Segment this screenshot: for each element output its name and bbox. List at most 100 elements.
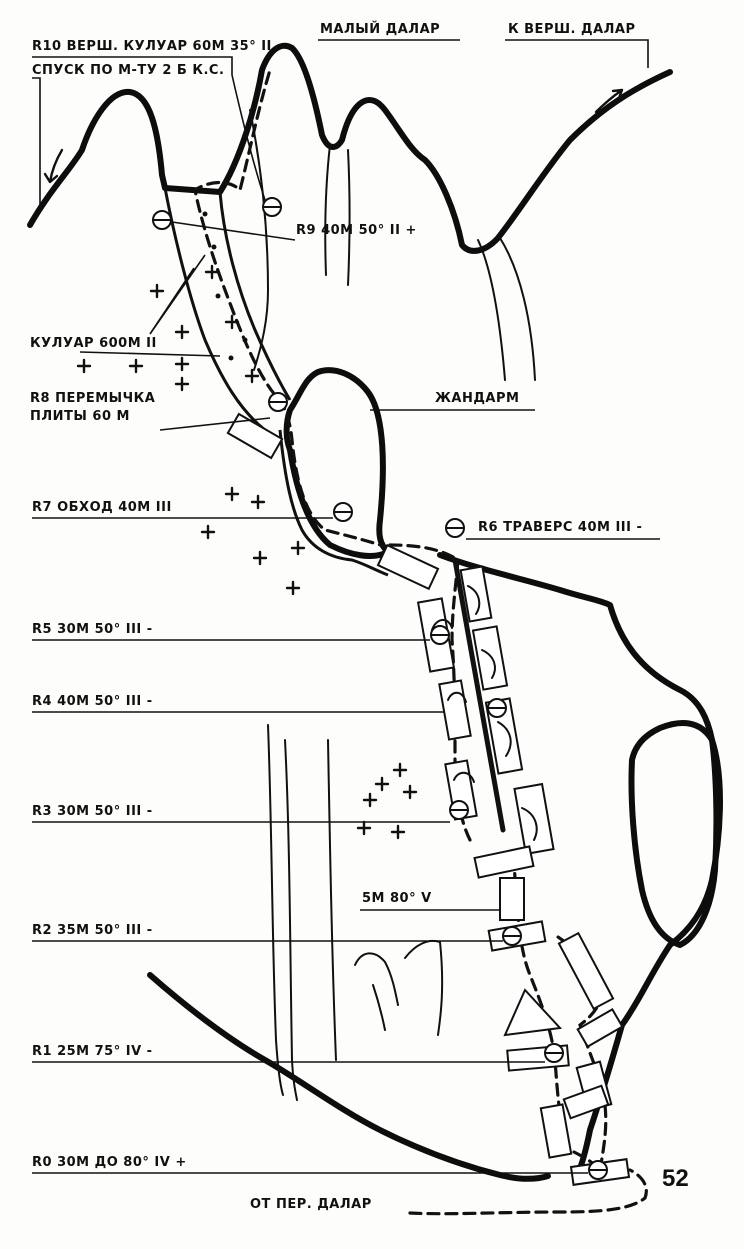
leader-to-summit bbox=[505, 39, 649, 68]
leader-r10 bbox=[32, 56, 266, 201]
anchor-r10 bbox=[152, 210, 172, 230]
scree-mark bbox=[362, 792, 378, 808]
gully-line-4 bbox=[477, 239, 506, 381]
scree-mark bbox=[224, 486, 240, 502]
arc-5 bbox=[497, 721, 512, 757]
leader-r9 bbox=[171, 221, 296, 241]
arc-2 bbox=[431, 619, 453, 631]
label-r6: R6 ТРАВЕРС 40М III - bbox=[478, 520, 642, 535]
slab-r8 bbox=[226, 412, 284, 460]
scree-mark bbox=[174, 376, 190, 392]
arc-1 bbox=[467, 585, 481, 615]
label-r3: R3 30М 50° III - bbox=[32, 804, 153, 819]
route-upper bbox=[193, 68, 392, 550]
label-r8-line1: R8 ПЕРЕМЫЧКА bbox=[30, 391, 155, 406]
gully-line-3 bbox=[347, 149, 351, 286]
terrain-lines bbox=[249, 109, 536, 1101]
arrow-descent-icon bbox=[43, 148, 64, 184]
triangle-snowfield bbox=[503, 988, 563, 1037]
fixed-rope-line bbox=[452, 557, 506, 833]
slab-r4-a bbox=[471, 625, 509, 691]
base-ridge-left bbox=[147, 972, 551, 1182]
scree-mark bbox=[390, 824, 406, 840]
scree-mark bbox=[252, 550, 268, 566]
scree-mark bbox=[174, 324, 190, 340]
wall-line-2 bbox=[284, 739, 298, 1101]
anchor-r6 bbox=[445, 518, 465, 538]
label-r1: R1 25М 75° IV - bbox=[32, 1044, 153, 1059]
couloir-dot bbox=[242, 337, 248, 343]
leader-r8 bbox=[159, 417, 271, 431]
couloir-dot bbox=[228, 355, 234, 361]
gendarme-outline bbox=[283, 367, 391, 559]
scree-mark bbox=[174, 356, 190, 372]
anchor-r3 bbox=[449, 800, 469, 820]
arc-4 bbox=[447, 691, 467, 703]
label-r5: R5 30М 50° III - bbox=[32, 622, 153, 637]
slab-step-top bbox=[473, 845, 535, 879]
scree-mark bbox=[250, 494, 266, 510]
label-r9: R9 40М 50° II + bbox=[296, 223, 417, 238]
gully-line-5 bbox=[499, 237, 536, 381]
gully-line-2 bbox=[324, 144, 331, 276]
scree-mark bbox=[224, 314, 240, 330]
pillar-line-2 bbox=[404, 939, 444, 1036]
climbing-route bbox=[193, 68, 648, 1216]
leader-lines bbox=[32, 39, 660, 1174]
wall-line-3 bbox=[327, 739, 337, 1061]
label-gendarme: ЖАНДАРМ bbox=[435, 391, 519, 406]
arc-7 bbox=[521, 807, 538, 841]
label-maly-dalar: МАЛЫЙ ДАЛАР bbox=[320, 21, 440, 37]
scree-mark bbox=[244, 368, 260, 384]
slab-face-left bbox=[278, 429, 389, 577]
scree-mark bbox=[290, 540, 306, 556]
anchor-r7 bbox=[333, 502, 353, 522]
couloir-dots bbox=[202, 211, 248, 361]
scree-mark bbox=[285, 580, 301, 596]
arc-3 bbox=[481, 649, 496, 679]
anchor-r9 bbox=[262, 197, 282, 217]
label-r10-descent: СПУСК ПО М-ТУ 2 Б К.С. bbox=[32, 63, 224, 78]
right-ridge-inner bbox=[628, 720, 720, 948]
slab-r1-top bbox=[576, 1007, 624, 1049]
label-r4: R4 40М 50° III - bbox=[32, 694, 153, 709]
scree-mark bbox=[149, 283, 165, 299]
page-number: 52 bbox=[662, 1165, 689, 1192]
scree-mark bbox=[76, 358, 92, 374]
ridge-lines bbox=[27, 42, 723, 1182]
couloir-dot bbox=[211, 244, 217, 250]
gully-line-1 bbox=[249, 109, 270, 371]
route-approach bbox=[408, 1168, 648, 1216]
arc-6 bbox=[453, 771, 475, 783]
slab-r0-a bbox=[539, 1103, 573, 1159]
anchor-r0 bbox=[588, 1160, 608, 1180]
label-couloir: КУЛУАР 600М II bbox=[30, 336, 157, 351]
couloir-dot bbox=[202, 211, 208, 217]
direction-arrows bbox=[43, 88, 624, 184]
label-from-pass: ОТ ПЕР. ДАЛАР bbox=[250, 1197, 372, 1212]
couloir-left-wall bbox=[163, 187, 266, 432]
scree-mark bbox=[204, 264, 220, 280]
wall-line-1 bbox=[267, 724, 284, 1096]
arrow-to-summit-icon bbox=[594, 88, 624, 114]
anchor-r8 bbox=[268, 392, 288, 412]
scree-mark bbox=[356, 820, 372, 836]
couloir-dot bbox=[215, 293, 221, 299]
label-step: 5М 80° V bbox=[362, 891, 432, 906]
slab-r6 bbox=[376, 543, 440, 591]
leader-r10-descent bbox=[32, 77, 41, 210]
slab-r2-right bbox=[557, 931, 615, 1011]
scree-mark bbox=[392, 762, 408, 778]
label-r2: R2 35М 50° III - bbox=[32, 923, 153, 938]
slab-r4-b bbox=[438, 679, 472, 741]
anchor-r5 bbox=[430, 625, 450, 645]
anchor-points bbox=[152, 197, 608, 1180]
pillar-line-1 bbox=[354, 952, 399, 1006]
scree-mark bbox=[128, 358, 144, 374]
scree-mark bbox=[402, 784, 418, 800]
anchor-r2 bbox=[502, 926, 522, 946]
label-to-summit: К ВЕРШ. ДАЛАР bbox=[508, 22, 636, 37]
scree-marks bbox=[76, 264, 418, 840]
